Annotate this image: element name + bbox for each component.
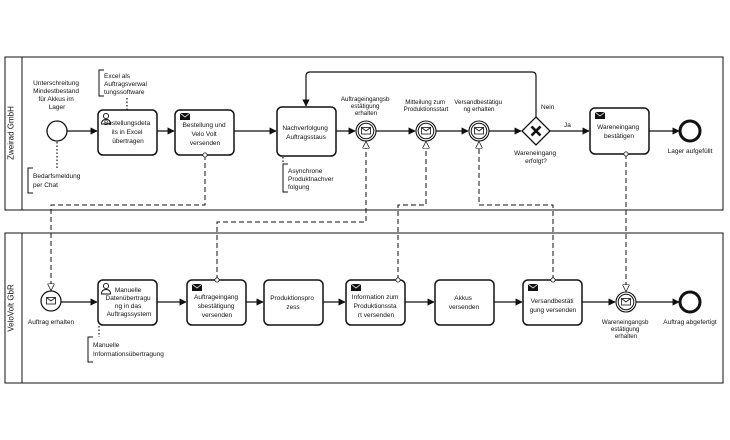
task-akkus-versenden[interactable]: Akkus versenden [434, 279, 495, 326]
svg-text:Produktionspro zess: Produktionspro zess [270, 295, 316, 311]
task-bestellung-versenden[interactable]: Bestellung und Velo Volt versenden [174, 109, 235, 156]
event-mitteilung-produktionsstart[interactable] [415, 120, 437, 142]
task-information-produktionsstart[interactable]: Information zum Produktionssta rt versen… [345, 279, 406, 326]
svg-text:Excel als Auftragsverwal: Excel als Auftragsverwal tungssoftware [104, 73, 149, 96]
task-bestellungsdetails[interactable]: Bestellungsdeta ils in Excel übertragen [97, 109, 158, 156]
x-icon [530, 125, 542, 137]
gateway-yes-label: Ja [564, 122, 571, 129]
gateway-label: Wareneingang erfolgt? [514, 150, 558, 165]
envelope-filled-icon [191, 283, 203, 291]
start-label-top: Unterschreitung Mindestbestand für Akkus… [33, 80, 81, 111]
svg-text:Auftrageingang sbestätig: Auftrageingang sbestätigung versenden [194, 294, 240, 319]
gateway-no-label: Nein [541, 104, 555, 111]
start-event-bottom[interactable] [40, 290, 62, 312]
gateway-wareneingang[interactable] [521, 116, 551, 146]
svg-text:Bestellungsdeta ils in E: Bestellungsdeta ils in Excel übertragen [104, 120, 152, 145]
envelope-icon [46, 297, 56, 305]
event-wareneingangsbestaetigung-erhalten[interactable] [615, 291, 637, 313]
svg-text:Akkus versenden: Akkus versenden [449, 295, 480, 311]
end-event-top[interactable] [678, 119, 702, 143]
event-versandbestaetigung-erhalten[interactable] [468, 120, 490, 142]
annotation-chat: Bedarfsmeldung per Chat [27, 142, 82, 194]
svg-text:Bestellung und Velo Volt: Bestellung und Velo Volt versenden [183, 122, 228, 147]
svg-text:Nachverfolgung Auftragss: Nachverfolgung Auftragsstaus [282, 125, 329, 141]
envelope-icon [361, 127, 371, 135]
envelope-filled-icon [179, 112, 191, 120]
svg-text:Manuelle Informationsübe: Manuelle Informationsübertragung [93, 342, 164, 358]
label-wareneingangsbestaetigung: Wareneingangsb estätigung erhalten [602, 319, 650, 340]
task-auftragseingangsbestaetigung-versenden[interactable]: Auftrageingang sbestätigung versenden [186, 279, 247, 326]
task-manuelle-datenuebertragung[interactable]: Manuelle Datenübertragu ng in das Auftra… [97, 279, 158, 326]
envelope-icon [421, 127, 431, 135]
envelope-icon [474, 127, 484, 135]
task-produktionsprozess[interactable]: Produktionspro zess [263, 279, 324, 326]
label-mitteilung: Mitteilung zum Produktionsstart [404, 99, 449, 113]
task-wareneingang-bestaetigen[interactable]: Wareneingang bestätigen [589, 107, 650, 155]
sequence-flows-top [67, 71, 680, 135]
end-label-bottom: Auftrag abgefertigt [663, 319, 717, 326]
label-versandbestaetigung: Versandbestätigu ng erhalten [454, 99, 504, 113]
event-auftragsbestaetigung-erhalten[interactable] [355, 120, 377, 142]
svg-text:Bedarfsmeldung per Chat: Bedarfsmeldung per Chat [33, 173, 82, 189]
svg-text:Asynchrone Produktnachve: Asynchrone Produktnachver folgung [288, 168, 335, 191]
annotation-manual: Manuelle Informationsübertragung [87, 326, 164, 363]
svg-text:Wareneingang bestätigen: Wareneingang bestätigen [597, 124, 641, 140]
user-icon [101, 112, 111, 125]
svg-text:Versandbestäti gung vers: Versandbestäti gung versenden [530, 298, 577, 314]
start-label-bottom: Auftrag erhalten [28, 319, 75, 326]
annotation-excel: Excel als Auftragsverwal tungssoftware [98, 69, 149, 110]
envelope-filled-icon [350, 283, 362, 291]
pool-title-top: Zweirad GmbH [7, 106, 16, 160]
envelope-filled-icon [594, 111, 606, 119]
message-flows [51, 142, 626, 291]
pool-title-bottom: VeloVolt GbR [7, 284, 16, 332]
end-event-bottom[interactable] [678, 290, 702, 314]
annotation-async: Asynchrone Produktnachver folgung [282, 157, 335, 193]
svg-text:Information zum Produkti: Information zum Produktionssta rt versen… [352, 294, 400, 319]
label-auftragsbestaetigung: Auftrageingangsb estätigung erhalten [341, 96, 391, 117]
task-nachverfolgung[interactable]: Nachverfolgung Auftragsstaus [276, 106, 337, 157]
envelope-icon [621, 298, 631, 306]
start-event-top[interactable] [46, 120, 68, 142]
task-versandbestaetigung-versenden[interactable]: Versandbestäti gung versenden [522, 279, 583, 326]
end-label-top: Lager aufgefüllt [668, 148, 713, 155]
envelope-filled-icon [527, 283, 539, 291]
